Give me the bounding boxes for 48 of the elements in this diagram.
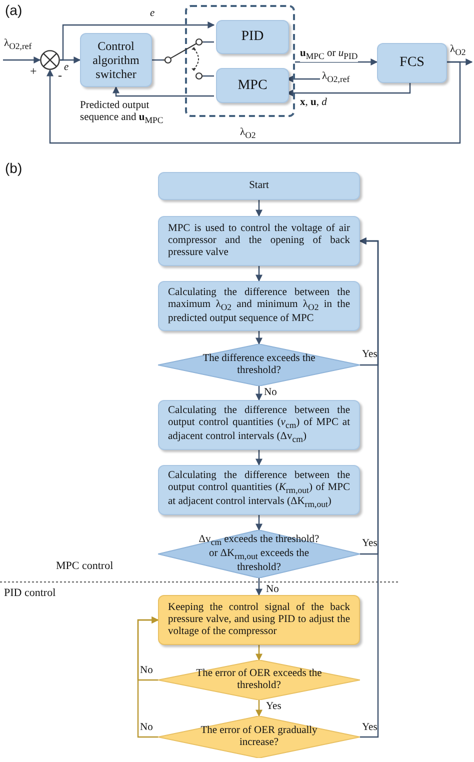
- process-box: Keeping the control signal of the back pressure valve, and using PID to adjust the voltage of the compressor: [158, 595, 360, 645]
- decision-diamond: The difference exceeds the threshold?: [158, 344, 360, 386]
- arrow: [60, 22, 215, 61]
- edge-label: λ$_{O2,ref}$: [4, 38, 32, 52]
- arrow: [295, 58, 378, 66]
- panel-label: (a): [5, 2, 22, 18]
- arrow: [256, 700, 262, 717]
- arrow: [46, 61, 461, 144]
- sign-label: -: [58, 68, 62, 82]
- process-box: MPC: [216, 68, 289, 103]
- process-box: Calculating the difference between the output control quantities (v$_{cm}$) of MPC at adjacent control intervals (Δv$_{cm}$): [158, 400, 360, 450]
- arrow: [256, 515, 262, 531]
- connector-line: [152, 59, 163, 61]
- process-box: PID: [216, 20, 289, 54]
- arrow: [359, 238, 379, 738]
- section-label: MPC control: [56, 560, 114, 573]
- decision-diamond: The error of OER gradually increase?: [158, 716, 360, 758]
- connector-line: [203, 75, 214, 77]
- arrow: [3, 56, 41, 64]
- edge-label: λ$_{O2,ref}$: [322, 71, 350, 86]
- process-box: Control algorithm switcher: [80, 33, 152, 87]
- process-box: FCS: [377, 43, 447, 83]
- section-label: PID control: [4, 587, 56, 600]
- arrow: [256, 450, 262, 466]
- switch-symbol: [163, 36, 203, 82]
- dashed-group-box: [185, 5, 295, 117]
- summing-junction: [40, 50, 60, 70]
- process-box: Start: [158, 172, 360, 200]
- arrow: [256, 331, 262, 345]
- arrow: [112, 86, 214, 97]
- process-box: MPC is used to control the voltage of air compressor and the opening of back pressure valve: [158, 216, 360, 266]
- decision-diamond: Δv$_{cm}$ exceeds the threshold? or ΔK$_{rm,out}$ exceeds the threshold?: [158, 530, 360, 578]
- edge-label: λ$_{O2}$: [450, 44, 466, 58]
- connector-line: [203, 41, 214, 43]
- arrow: [256, 578, 262, 596]
- arrow: [137, 616, 159, 738]
- sign-label: +: [30, 64, 37, 78]
- panel-label: (b): [5, 160, 22, 176]
- process-box: Calculating the difference between the output control quantities (K$_{rm,out}$) of MPC at adjacent control intervals (ΔK$_{rm,out}$): [158, 465, 360, 515]
- decision-diamond: The error of OER exceeds the threshold?: [158, 660, 360, 700]
- arrow: [256, 645, 262, 661]
- arrow: [256, 386, 262, 401]
- arrow: [256, 200, 262, 217]
- edge-label: x, u, d: [300, 97, 327, 109]
- arrow: [256, 266, 262, 282]
- edge-label: λ$_{O2}$: [240, 127, 256, 142]
- process-box: Calculating the difference between the maximum λ$_{O2}$ and minimum λ$_{O2}$ in the predicted output sequence of MPC: [158, 281, 360, 331]
- edge-label: u$_{MPC}$ or u$_{PID}$: [300, 48, 358, 62]
